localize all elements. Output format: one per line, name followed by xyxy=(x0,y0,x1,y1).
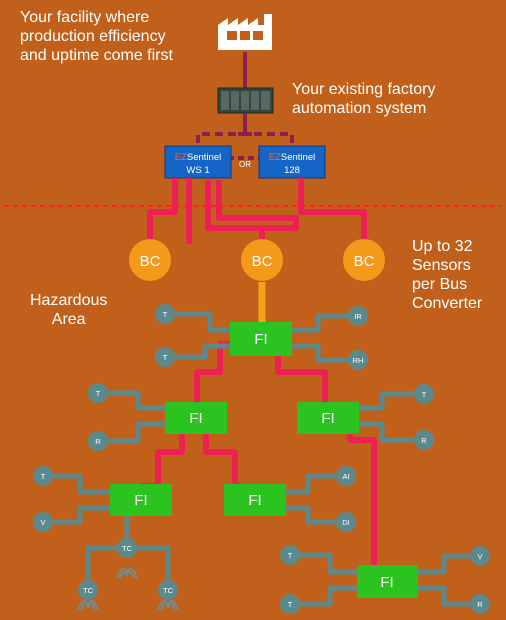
sensors xyxy=(33,304,490,614)
automation-caption: Your existing factory automation system xyxy=(292,81,436,117)
sensor-label: V xyxy=(40,518,45,527)
field-interface-label: FI xyxy=(254,331,267,348)
field-interface-label: FI xyxy=(248,492,261,509)
sensor-label: T xyxy=(96,389,101,398)
sensor-label: IR xyxy=(354,312,362,321)
sensor-label: V xyxy=(477,552,482,561)
sensor-label: TC xyxy=(83,586,94,595)
field-interfaces xyxy=(110,322,418,598)
bus-converter-label: BC xyxy=(354,253,375,270)
ezsentinel-ws1-box xyxy=(164,145,232,179)
sensor-label: R xyxy=(477,600,483,609)
sensor-wires xyxy=(53,311,470,607)
ezsentinel-128-box xyxy=(258,145,326,179)
field-interface-label: FI xyxy=(321,410,334,427)
facility-caption: Your facility where production efficienc… xyxy=(20,9,173,64)
sensor-label: DI xyxy=(342,518,350,527)
field-interface-label: FI xyxy=(380,574,393,591)
field-interface-label: FI xyxy=(134,492,147,509)
sensor-label: T xyxy=(41,472,46,481)
controller-right-model: 128 xyxy=(284,165,300,176)
sensor-label: T xyxy=(163,310,168,319)
field-interface-label: FI xyxy=(189,410,202,427)
sensor-label: T xyxy=(288,551,293,560)
hazardous-area-label: Hazardous Area xyxy=(30,292,108,328)
sensor-label: RH xyxy=(353,356,364,365)
bus-converters xyxy=(129,239,385,281)
sensor-label: TC xyxy=(163,586,174,595)
controller-left-model: WS 1 xyxy=(186,165,209,176)
sensor-label: AI xyxy=(342,472,349,481)
controller-left-name: EZSentinel xyxy=(175,152,221,163)
bus-converter-label: BC xyxy=(252,253,273,270)
bus-converter-capacity-label: Up to 32 Sensors per Bus Converter xyxy=(412,238,483,312)
controller-right-name: EZSentinel xyxy=(269,152,315,163)
automation-rack-icon xyxy=(217,87,274,114)
or-label: OR xyxy=(239,160,251,169)
sensor-label: T xyxy=(163,353,168,362)
sensor-label: R xyxy=(95,437,101,446)
sensor-label: T xyxy=(288,600,293,609)
thermocouple-icon xyxy=(77,568,179,611)
factory-icon xyxy=(218,14,272,50)
bus-converter-label: BC xyxy=(140,253,161,270)
sensor-label: TC xyxy=(122,544,133,553)
sensor-label: T xyxy=(422,390,427,399)
controller-links xyxy=(196,113,294,160)
sensor-label: R xyxy=(421,436,427,445)
